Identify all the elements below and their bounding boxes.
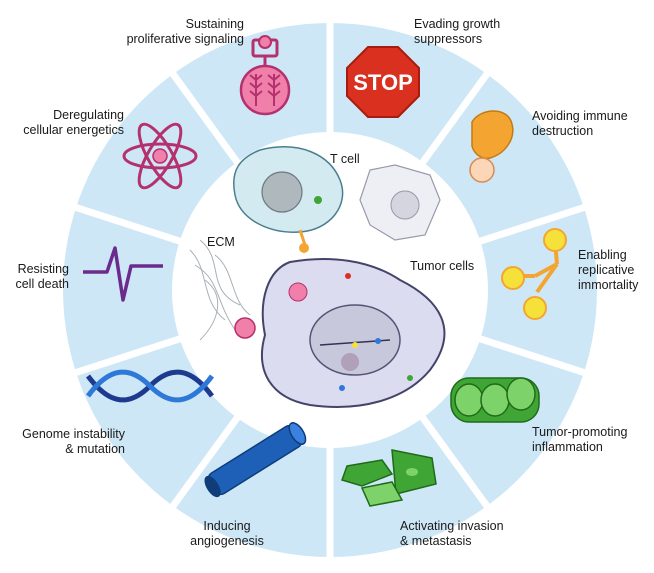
label-line: cellular energetics [23, 123, 124, 137]
t-cell [233, 146, 344, 253]
label-line: Deregulating [53, 108, 124, 122]
ecm-fibers [189, 239, 251, 341]
label-line: replicative [578, 263, 635, 277]
ring-divider [476, 334, 588, 377]
ecm-label: ECM [207, 235, 235, 249]
ring-divider [418, 413, 492, 511]
ring-divider [476, 203, 588, 246]
ring-dividers [72, 20, 588, 560]
label-avoiding-immune-destruction: Avoiding immune destruction [532, 109, 628, 139]
label-sustaining-proliferative-signaling: Sustaining proliferative signaling [127, 17, 244, 47]
label-line: Avoiding immune [532, 109, 628, 123]
tumor-cell-small [359, 164, 441, 241]
blood-vessel-icon [204, 422, 307, 498]
label-line: Evading growth [414, 17, 501, 31]
label-line: & mutation [65, 442, 125, 456]
ring-divider [168, 413, 242, 511]
t-cell-label: T cell [330, 152, 360, 166]
label-deregulating-cellular-energetics: Deregulating cellular energetics [23, 108, 124, 138]
label-line: suppressors [414, 32, 483, 46]
label-line: destruction [532, 124, 594, 138]
label-line: angiogenesis [190, 534, 264, 548]
tumor-cell-large [234, 258, 446, 408]
label-genome-instability-mutation: Genome instability & mutation [22, 427, 125, 457]
ring-divider [168, 69, 242, 167]
stop-sign-icon: STOP [346, 46, 420, 118]
dna-helix-icon [85, 369, 215, 403]
ring-divider [418, 69, 492, 167]
label-line: Sustaining [185, 17, 244, 31]
label-resisting-cell-death: Resisting cell death [15, 262, 69, 292]
stop-sign-text: STOP [353, 70, 413, 95]
ring-divider [72, 203, 184, 246]
receptor-cell-icon [239, 35, 291, 116]
label-evading-growth-suppressors: Evading growth suppressors [414, 17, 500, 47]
immune-evasion-icon [469, 110, 514, 183]
replicative-immortality-icon [501, 228, 567, 320]
label-line: Tumor-promoting [532, 425, 628, 439]
label-line: Inducing [203, 519, 251, 533]
ring-divider [72, 334, 184, 377]
label-line: Resisting [17, 262, 69, 276]
label-inducing-angiogenesis: Inducing angiogenesis [172, 519, 282, 549]
inflammation-cells-icon [450, 377, 540, 423]
label-line: cell death [15, 277, 69, 291]
invasion-cells-icon [341, 449, 437, 507]
label-line: & metastasis [400, 534, 472, 548]
label-line: Activating invasion [400, 519, 504, 533]
label-tumor-promoting-inflammation: Tumor-promoting inflammation [532, 425, 627, 455]
label-line: inflammation [532, 440, 603, 454]
label-enabling-replicative-immortality: Enabling replicative immortality [578, 248, 638, 293]
label-line: proliferative signaling [126, 32, 244, 46]
label-line: Genome instability [22, 427, 125, 441]
flatline-pulse-icon [83, 246, 163, 302]
atom-icon [122, 122, 198, 190]
label-line: immortality [578, 278, 639, 292]
label-activating-invasion-metastasis: Activating invasion & metastasis [400, 519, 504, 549]
label-line: Enabling [578, 248, 627, 262]
tumor-cells-label: Tumor cells [410, 259, 474, 273]
